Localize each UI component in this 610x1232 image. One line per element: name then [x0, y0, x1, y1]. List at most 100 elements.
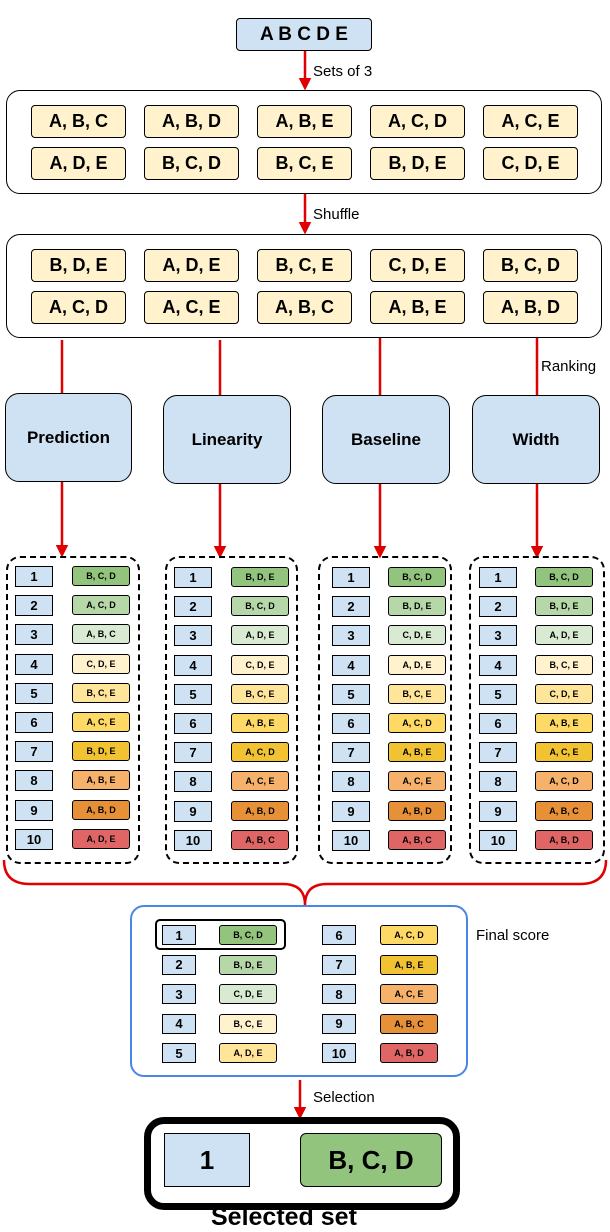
ranked-combo: A, B, E [388, 742, 446, 763]
final-ranked-combo: A, B, C [380, 1013, 438, 1034]
sets-combo: A, C, E [483, 105, 578, 138]
final-rank-number: 3 [162, 984, 196, 1004]
rank-number: 1 [174, 567, 212, 588]
final-rank-number: 10 [322, 1043, 356, 1063]
shuffled-combo: B, D, E [31, 249, 126, 282]
rank-number: 10 [479, 829, 517, 851]
ranked-combo: A, C, D [72, 595, 130, 616]
rank-number: 1 [332, 567, 370, 588]
ranked-combo: B, D, E [231, 567, 289, 587]
ranked-combo: C, D, E [535, 683, 593, 704]
sets-combo: B, C, D [144, 147, 239, 180]
ranked-combo: A, B, C [388, 829, 446, 850]
ranked-combo: B, D, E [72, 741, 130, 762]
merge-brace [2, 859, 608, 906]
ranked-combo: B, C, E [231, 683, 289, 704]
sets-combo: A, C, D [370, 105, 465, 138]
shuffled-combo: A, D, E [144, 249, 239, 282]
ranked-combo: A, B, D [72, 799, 130, 820]
final-rank-number: 1 [162, 925, 196, 945]
ranked-combo: A, D, E [388, 654, 446, 675]
ranked-combo: A, D, E [72, 828, 130, 849]
final-ranked-combo: B, C, E [219, 1013, 277, 1034]
rank-number: 3 [332, 625, 370, 647]
final-ranked-combo: B, C, D [219, 925, 277, 945]
rank-number: 6 [479, 713, 517, 734]
rank-number: 3 [174, 625, 212, 647]
selected-combo: B, C, D [300, 1133, 442, 1187]
ranked-combo: A, B, D [388, 800, 446, 821]
ranked-combo: A, B, C [231, 829, 289, 850]
final-rank-number: 6 [322, 925, 356, 945]
ranked-combo: C, D, E [231, 654, 289, 675]
ranked-combo: B, C, D [72, 566, 130, 586]
ranked-combo: B, C, E [72, 682, 130, 703]
shuffled-combo: A, B, E [370, 291, 465, 324]
ranked-combo: B, C, D [231, 596, 289, 617]
shuffled-combo: A, C, E [144, 291, 239, 324]
final-ranked-combo: B, D, E [219, 954, 277, 975]
ranked-combo: A, B, E [231, 713, 289, 733]
final-ranked-combo: A, C, D [380, 925, 438, 945]
method-baseline: Baseline [322, 395, 450, 484]
final-score-panel [130, 905, 468, 1077]
final-ranked-combo: C, D, E [219, 984, 277, 1004]
rank-number: 4 [15, 653, 53, 675]
final-rank-number: 2 [162, 954, 196, 975]
rank-number: 8 [332, 771, 370, 793]
sets-combo: C, D, E [483, 147, 578, 180]
final-ranked-combo: A, D, E [219, 1043, 277, 1063]
shuffled-combo: A, B, D [483, 291, 578, 324]
ranked-combo: A, C, E [231, 771, 289, 792]
rank-number: 10 [174, 829, 212, 851]
ranking-list-width [469, 556, 605, 864]
shuffled-combo: B, C, D [483, 249, 578, 282]
ranked-combo: B, C, D [388, 567, 446, 587]
rank-number: 5 [174, 683, 212, 705]
ranked-combo: A, D, E [231, 625, 289, 646]
selected-set-label: Selected set [211, 1203, 357, 1231]
final-score-label: Final score [476, 927, 550, 944]
rank-number: 9 [332, 800, 370, 822]
rank-number: 6 [332, 713, 370, 734]
ranked-combo: A, B, C [72, 624, 130, 645]
sets-combo: B, D, E [370, 147, 465, 180]
sets-combo: A, D, E [31, 147, 126, 180]
selected-set-frame [144, 1117, 460, 1210]
rank-number: 2 [174, 596, 212, 618]
rank-number: 6 [15, 712, 53, 733]
rank-number: 8 [479, 771, 517, 793]
rank-number: 2 [332, 596, 370, 618]
rank-number: 5 [332, 683, 370, 705]
final-rank-number: 5 [162, 1043, 196, 1063]
shuffled-combo: A, B, C [257, 291, 352, 324]
rank-number: 1 [15, 566, 53, 587]
sets-combo: A, B, C [31, 105, 126, 138]
rank-number: 2 [479, 596, 517, 618]
final-rank-number: 7 [322, 954, 356, 975]
sets-combo: B, C, E [257, 147, 352, 180]
rank-number: 7 [174, 742, 212, 764]
step-ranking-label: Ranking [541, 358, 597, 375]
rank-number: 9 [479, 800, 517, 822]
rank-number: 4 [174, 654, 212, 676]
ranked-combo: A, B, E [72, 770, 130, 791]
rank-number: 2 [15, 595, 53, 617]
rank-number: 10 [332, 829, 370, 851]
ranked-combo: A, B, C [535, 800, 593, 821]
rank-number: 3 [479, 625, 517, 647]
rank-number: 5 [479, 683, 517, 705]
final-ranked-combo: A, B, E [380, 954, 438, 975]
ranked-combo: B, C, E [388, 683, 446, 704]
final-rank-number: 9 [322, 1013, 356, 1034]
final-rank-number: 8 [322, 984, 356, 1004]
ranked-combo: A, C, E [72, 712, 130, 732]
selected-rank: 1 [164, 1133, 250, 1187]
top-choice-highlight [155, 919, 286, 950]
ranked-combo: C, D, E [72, 653, 130, 674]
ranked-combo: A, C, D [231, 742, 289, 763]
ranked-combo: B, C, E [535, 654, 593, 675]
shuffled-combo: B, C, E [257, 249, 352, 282]
rank-number: 10 [15, 828, 53, 850]
rank-number: 4 [332, 654, 370, 676]
